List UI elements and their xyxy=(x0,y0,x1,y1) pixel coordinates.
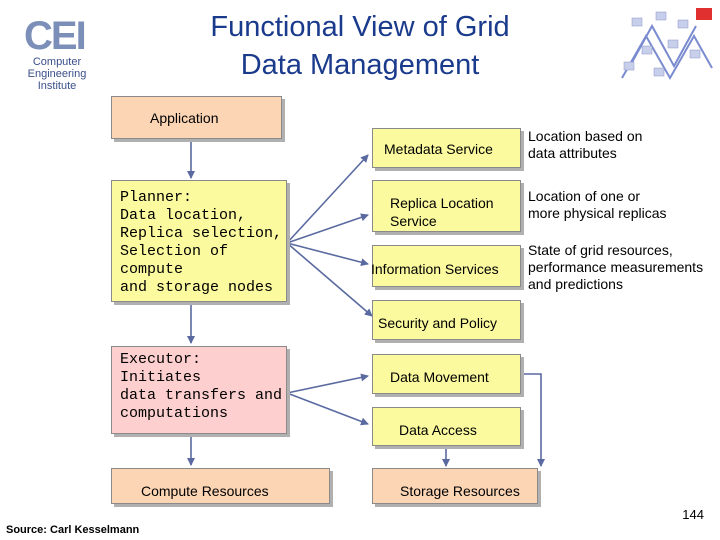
information-description-line-2: performance measurements xyxy=(528,259,704,275)
replica-description-line-2: more physical replicas xyxy=(528,205,667,221)
title-line-1: Functional View of Grid xyxy=(210,11,510,43)
metadata-service-box: Metadata Service xyxy=(372,128,521,168)
cei-logo: CEI xyxy=(24,14,87,58)
title-line-2: Data Management xyxy=(240,49,480,81)
storage-resources-box: Storage Resources xyxy=(372,468,538,504)
storage-resources-label: Storage Resources xyxy=(400,483,520,499)
information-description: State of grid resources, performance mea… xyxy=(528,242,703,293)
data-access-box: Data Access xyxy=(372,407,521,446)
executor-line-1: Initiates xyxy=(120,369,202,386)
information-services-label: Information Services xyxy=(371,261,499,277)
application-box: Application xyxy=(111,96,282,139)
planner-line-1: Data location, xyxy=(120,207,247,224)
security-policy-box: Security and Policy xyxy=(372,300,521,340)
replica-description: Location of one or more physical replica… xyxy=(528,188,667,222)
compute-resources-box: Compute Resources xyxy=(111,468,330,504)
logo-line-1: Computer xyxy=(32,56,82,68)
metadata-description-line-1: Location based on xyxy=(528,128,643,144)
planner-heading: Planner: xyxy=(120,189,193,206)
data-movement-label: Data Movement xyxy=(390,369,489,385)
data-movement-box: Data Movement xyxy=(372,354,521,394)
planner-line-4: and storage nodes xyxy=(120,279,274,296)
replica-location-line-1: Replica Location xyxy=(390,195,494,211)
application-label: Application xyxy=(150,110,219,126)
executor-box: Executor: Initiates data transfers and c… xyxy=(111,346,287,434)
planner-line-2: Replica selection, xyxy=(120,225,283,242)
replica-description-line-1: Location of one or xyxy=(528,188,641,204)
page-number: 144 xyxy=(682,507,704,522)
flag-red-patch xyxy=(696,8,712,20)
executor-line-2: data transfers and xyxy=(120,387,283,404)
planner-box: Planner: Data location, Replica selectio… xyxy=(111,180,287,302)
executor-heading: Executor: xyxy=(120,351,202,368)
security-policy-label: Security and Policy xyxy=(378,315,498,331)
source-credit: Source: Carl Kesselmann xyxy=(6,524,140,536)
replica-location-box: Replica Location Service xyxy=(372,180,521,232)
replica-location-label: Replica Location Service xyxy=(390,194,494,230)
compute-resources-label: Compute Resources xyxy=(141,483,269,499)
decorative-flag-graphic xyxy=(621,8,713,81)
logo-line-3: Institute xyxy=(37,80,77,92)
information-description-line-3: and predictions xyxy=(528,276,623,292)
metadata-description: Location based on data attributes xyxy=(528,128,642,162)
metadata-description-line-2: data attributes xyxy=(528,145,617,161)
information-description-line-1: State of grid resources, xyxy=(528,242,673,258)
replica-location-line-2: Service xyxy=(390,213,437,229)
executor-line-3: computations xyxy=(120,405,229,422)
planner-line-3: Selection of compute xyxy=(120,243,229,278)
logo-line-2: Engineering xyxy=(27,68,87,80)
information-services-box: Information Services xyxy=(371,245,521,287)
data-access-label: Data Access xyxy=(399,422,477,438)
slide-title: Functional View of Grid Data Management xyxy=(150,8,570,84)
metadata-service-label: Metadata Service xyxy=(384,141,493,157)
cei-logo-text: Computer Engineering Institute xyxy=(22,56,92,92)
